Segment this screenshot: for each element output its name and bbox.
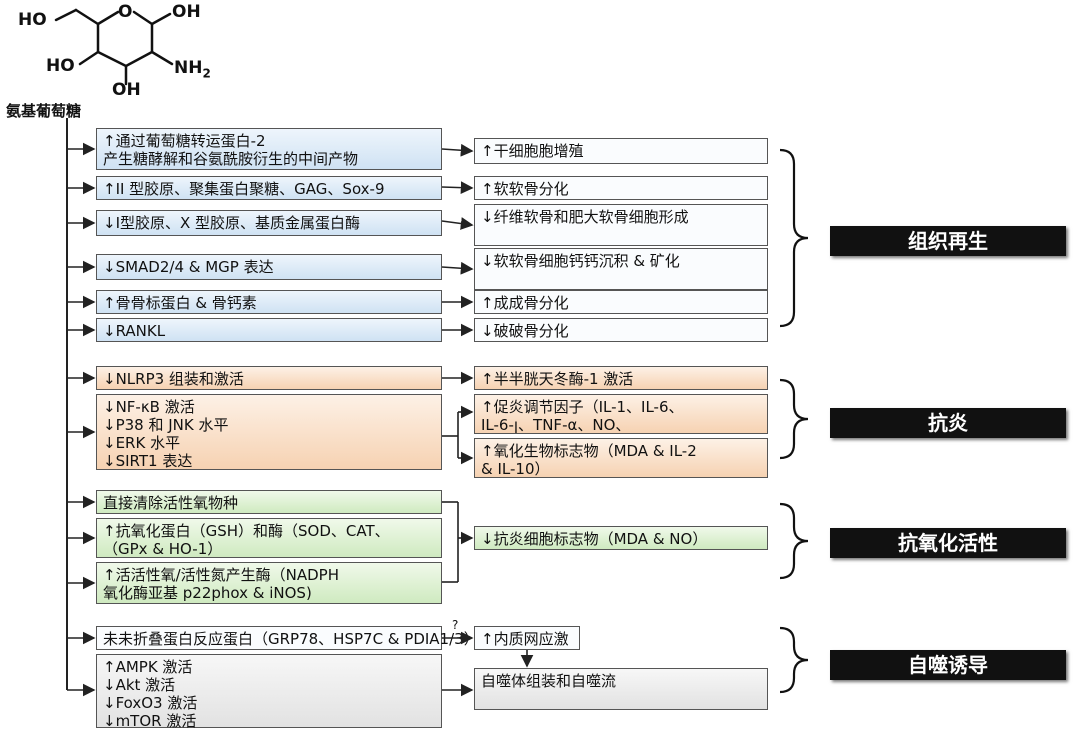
autophagy-outcome-box: 自噬体组装和自噬流: [474, 668, 768, 710]
inflammation-outcome-box-line: ↑半半胱天冬酶-1 激活: [481, 370, 634, 388]
tissue-outcome-box-line: ↑成成骨分化: [481, 294, 569, 312]
autophagy-mechanism-box-line: ↓Akt 激活: [103, 676, 176, 694]
tissue-mechanism-box-line: ↓SMAD2/4 & MGP 表达: [103, 258, 274, 276]
autophagy-mechanism-box-line: 未未折叠蛋白反应蛋白（GRP78、HSP7C & PDIA1/3）: [103, 630, 479, 648]
atom-ho-left: HO: [46, 56, 75, 76]
tissue-mechanism-box-line: 产生糖酵解和谷氨酰胺衍生的中间产物: [103, 150, 359, 168]
antioxidant-mechanism-box: 直接清除活性氧物种: [96, 490, 442, 514]
tissue-mechanism-box-line: ↑通过葡萄糖转运蛋白-2: [103, 132, 266, 150]
tissue-mechanism-box: ↓RANKL: [96, 318, 442, 342]
category-autophagy: 自噬诱导: [830, 650, 1066, 680]
arrow: [441, 143, 474, 157]
tissue-outcome-box: ↓软软骨细胞钙钙沉积 & 矿化: [474, 248, 768, 290]
tissue-mechanism-box-line: ↑II 型胶原、聚集蛋白聚糖、GAG、Sox-9: [103, 180, 385, 198]
tissue-outcome-box-line: ↑软软骨分化: [481, 180, 569, 198]
category-antioxidant: 抗氧化活性: [830, 528, 1066, 558]
antioxidant-outcome-box: ↓抗炎细胞标志物（MDA & NO）: [474, 526, 768, 550]
atom-oh-anomeric: OH: [172, 2, 201, 22]
autophagy-outcome-box: ↑内质网应激: [474, 626, 580, 650]
inflammation-mechanism-box: ↓NF-κB 激活↓P38 和 JNK 水平↓ERK 水平↓SIRT1 表达: [96, 394, 442, 470]
tissue-outcome-box-line: ↑干细胞胞增殖: [481, 142, 584, 160]
inflammation-outcome-box-line: ↑氧化生物标志物（MDA & IL-2: [481, 442, 697, 460]
tissue-outcome-box: ↑软软骨分化: [474, 176, 768, 200]
inflammation-mechanism-box: ↓NLRP3 组装和激活: [96, 366, 442, 390]
autophagy-mechanism-box-line: ↓mTOR 激活: [103, 712, 197, 730]
tissue-mechanism-box: ↑骨骨标蛋白 & 骨钙素: [96, 290, 442, 314]
antioxidant-outcome-box-line: ↓抗炎细胞标志物（MDA & NO）: [481, 530, 708, 548]
tissue-mechanism-box: ↓SMAD2/4 & MGP 表达: [96, 254, 442, 280]
antioxidant-mechanism-box: ↑抗氧化蛋白（GSH）和酶（SOD、CAT、（GPx & HO-1）: [96, 518, 442, 558]
inflammation-outcome-box: ↑促炎调节因子（IL-1、IL-6、IL-6-ꞁ、TNF-α、NO、: [474, 394, 768, 434]
tissue-mechanism-box-line: ↓RANKL: [103, 322, 166, 340]
tissue-outcome-box-line: ↓破破骨分化: [481, 322, 569, 340]
atom-oh-bottom: OH: [112, 80, 141, 100]
tissue-outcome-box: ↓纤维软骨和肥大软骨细胞形成: [474, 204, 768, 246]
tissue-outcome-box: ↑成成骨分化: [474, 290, 768, 314]
antioxidant-mechanism-box-line: ↑抗氧化蛋白（GSH）和酶（SOD、CAT、: [103, 522, 390, 540]
category-anti-inflammatory: 抗炎: [830, 408, 1066, 438]
atom-ring-oxygen: O: [118, 2, 133, 22]
antioxidant-mechanism-box-line: ↑活活性氧/活性氮产生酶（NADPH: [103, 566, 339, 584]
autophagy-outcome-box-line: 自噬体组装和自噬流: [481, 672, 617, 690]
glucosamine-structure: HO O OH HO NH2 OH: [0, 0, 240, 118]
inflammation-mechanism-box-line: ↓P38 和 JNK 水平: [103, 416, 229, 434]
tissue-outcome-box: ↓破破骨分化: [474, 318, 768, 342]
inflammation-mechanism-box-line: ↓NLRP3 组装和激活: [103, 370, 244, 388]
molecule-name: 氨基葡萄糖: [6, 102, 82, 120]
inflammation-outcome-box: ↑半半胱天冬酶-1 激活: [474, 366, 768, 390]
autophagy-mechanism-box: 未未折叠蛋白反应蛋白（GRP78、HSP7C & PDIA1/3）: [96, 626, 479, 650]
tissue-outcome-box-line: ↓纤维软骨和肥大软骨细胞形成: [481, 208, 689, 226]
category-tissue-regeneration: 组织再生: [830, 226, 1066, 256]
arrow: [441, 217, 474, 230]
inflammation-outcome-box-line: & IL-10）: [481, 460, 550, 478]
section-brace: [779, 148, 809, 328]
atom-ho-top: HO: [18, 10, 47, 30]
inflammation-mechanism-box-line: ↓NF-κB 激活: [103, 398, 195, 416]
arrow: [441, 181, 474, 195]
tissue-mechanism-box: ↓I型胶原、X 型胶原、基质金属蛋白酶: [96, 210, 442, 236]
inflammation-mechanism-box-line: ↓SIRT1 表达: [103, 452, 193, 470]
antioxidant-mechanism-box-line: 氧化酶亚基 p22phox & iNOS): [103, 584, 312, 602]
inflammation-mechanism-box-line: ↓ERK 水平: [103, 434, 181, 452]
tissue-mechanism-box-line: ↑骨骨标蛋白 & 骨钙素: [103, 294, 257, 312]
autophagy-mechanism-box-line: ↓FoxO3 激活: [103, 694, 198, 712]
ring-bonds: [54, 8, 174, 86]
tissue-mechanism-box: ↑II 型胶原、聚集蛋白聚糖、GAG、Sox-9: [96, 176, 442, 200]
atom-nh2: NH2: [174, 58, 211, 81]
inflammation-outcome-box-line: ↑促炎调节因子（IL-1、IL-6、: [481, 398, 684, 416]
arrow: [441, 261, 474, 275]
autophagy-mechanism-box: ↑AMPK 激活↓Akt 激活↓FoxO3 激活↓mTOR 激活: [96, 654, 442, 730]
section-brace: [779, 626, 809, 694]
section-brace: [779, 502, 809, 580]
autophagy-mechanism-box-line: ↑AMPK 激活: [103, 658, 193, 676]
tissue-outcome-box-line: ↓软软骨细胞钙钙沉积 & 矿化: [481, 252, 680, 270]
trunk-line: [66, 118, 68, 690]
inflammation-outcome-box-line: IL-6-ꞁ、TNF-α、NO、: [481, 416, 631, 434]
tissue-outcome-box: ↑干细胞胞增殖: [474, 138, 768, 164]
inflammation-outcome-box: ↑氧化生物标志物（MDA & IL-2& IL-10）: [474, 438, 768, 478]
section-brace: [779, 378, 809, 460]
antioxidant-mechanism-box-line: （GPx & HO-1）: [103, 540, 223, 558]
uncertain-link-mark: ?: [452, 618, 459, 632]
antioxidant-mechanism-box-line: 直接清除活性氧物种: [103, 494, 239, 512]
tissue-mechanism-box-line: ↓I型胶原、X 型胶原、基质金属蛋白酶: [103, 214, 361, 232]
autophagy-outcome-box-line: ↑内质网应激: [481, 630, 569, 648]
